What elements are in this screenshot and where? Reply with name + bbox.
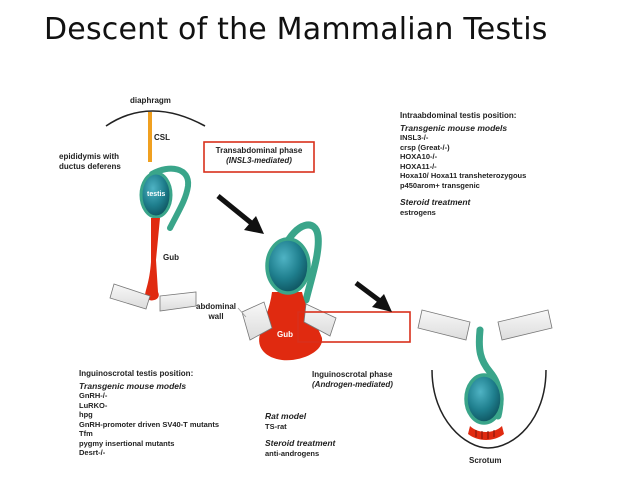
intra-item: crsp (Great-/-) (400, 142, 450, 152)
csl-label: CSL (154, 133, 170, 142)
transabdominal-phase: Transabdominal phase (INSL3-mediated) (204, 146, 314, 166)
abdominal-wall-pointer (237, 307, 247, 318)
testis-stage2 (265, 237, 311, 295)
transabdominal-subtitle: (INSL3-mediated) (226, 156, 292, 165)
rat-steroid-item: anti-androgens (265, 448, 320, 458)
inguino-item: pygmy insertional mutants (79, 438, 175, 448)
gubernaculum-stage1 (145, 218, 160, 301)
intra-item: HOXA11-/- (400, 161, 437, 171)
testis-label: testis (147, 191, 166, 198)
abdominal-wall-right-stage3 (497, 309, 553, 341)
intraabdominal-heading: Intraabdominal testis position: (400, 111, 517, 120)
inguino-item: LuRKO- (79, 400, 108, 410)
rat-steroid-heading: Steroid treatment (265, 438, 336, 448)
inguino-item: hpg (79, 410, 93, 419)
inguinoscrotal-phase: Inguinoscrotal phase (Androgen-mediated) (312, 370, 393, 390)
inguinoscrotal-transgenic-heading: Transgenic mouse models (79, 380, 187, 391)
rat-model-heading: Rat model (265, 411, 307, 421)
scrotum-label: Scrotum (469, 456, 502, 465)
arrowhead-2 (372, 294, 392, 312)
diaphragm-label: diaphragm (130, 96, 171, 105)
intraabdominal-steroid-heading: Steroid treatment (400, 197, 471, 207)
arrowhead-1 (244, 216, 264, 234)
inguino-item: Desrt-/- (79, 448, 106, 457)
intra-item: HOXA10-/- (400, 152, 438, 161)
gubernaculum-stage3 (468, 426, 504, 440)
inguino-item: Tfm (79, 429, 93, 438)
epididymis-stage2 (280, 221, 322, 304)
epididymis-label: epididymis with ductus deferens (59, 152, 121, 171)
scrotum-outline (431, 369, 547, 449)
abdominal-wall-left-stage3 (417, 309, 471, 341)
arrow-stage1-to-stage2 (216, 194, 257, 228)
inguino-item: GnRH-/- (79, 391, 108, 400)
intra-item: Hoxa10/ Hoxa11 transheterozygous (400, 171, 527, 180)
gub-label-stage2: Gub (277, 330, 293, 339)
testis-stage3 (464, 373, 504, 425)
inguinoscrotal-box (297, 311, 411, 343)
abdominal-wall-left-stage2 (241, 301, 273, 341)
abdominal-wall-label-line1: abdominal (196, 302, 237, 311)
inguinoscrotal-title: Inguinoscrotal phase (312, 370, 393, 379)
testis-stage1 (139, 171, 173, 219)
rat-item: TS-rat (265, 421, 287, 431)
inguino-item: GnRH-promoter driven SV40-T mutants (79, 419, 220, 429)
intra-item: p450arom+ transgenic (400, 180, 480, 190)
intraabdominal-transgenic-heading: Transgenic mouse models (400, 122, 508, 133)
inguinoscrotal-heading: Inguinoscrotal testis position: (79, 369, 194, 378)
epididymis-label-line2: ductus deferens (59, 161, 121, 171)
abdominal-wall-label: abdominal wall (196, 302, 236, 321)
epididymis-stage1 (149, 165, 192, 231)
abdominal-wall-left-stage1 (109, 283, 151, 310)
transabdominal-box (203, 141, 315, 173)
slide-title: Descent of the Mammalian Testis (44, 12, 548, 47)
intraabdominal-block: Intraabdominal testis position: Transgen… (400, 111, 526, 217)
diaphragm-curve (105, 110, 206, 127)
inguinoscrotal-block: Inguinoscrotal testis position: Transgen… (79, 369, 219, 458)
epididymis-label-line1: epididymis with (59, 152, 120, 161)
gub-label-stage1: Gub (163, 253, 179, 262)
transabdominal-title: Transabdominal phase (215, 146, 303, 155)
inguinoscrotal-subtitle: (Androgen-mediated) (312, 380, 393, 389)
abdominal-wall-right-stage1 (159, 291, 197, 312)
rat-model-block: Rat model TS-rat Steroid treatment anti-… (265, 410, 335, 458)
abdominal-wall-label-line2: wall (208, 311, 224, 321)
intra-steroid-item: estrogens (400, 207, 436, 217)
intra-item: INSL3-/- (400, 133, 429, 142)
